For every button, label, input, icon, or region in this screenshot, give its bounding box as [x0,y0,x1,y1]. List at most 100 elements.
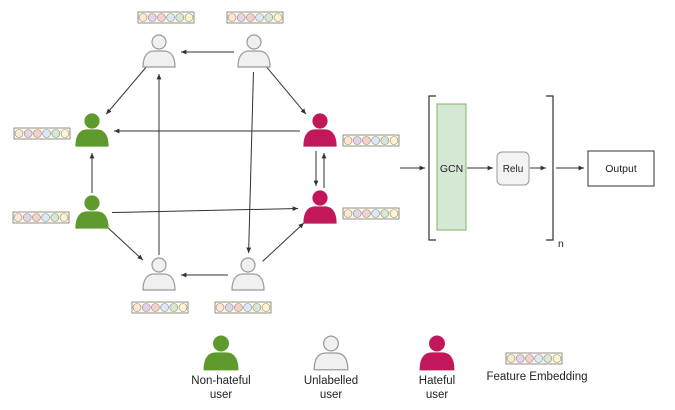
feature-embedding-right-lower-cell [352,209,362,218]
user-node-left-upper-head [84,113,100,129]
right-bracket [546,95,554,241]
user-node-right-upper-head [312,113,328,129]
user-node-right-lower-head [312,190,328,206]
user-node-left-lower-head [84,195,100,211]
edge-top-right-to-bottom-right [246,71,254,254]
feature-embedding-left-lower-cell [32,213,41,222]
legend-non-hateful-line1: Non-hateful [191,375,251,387]
feature-embedding-right-lower [342,207,400,220]
feature-embedding-top-left-cell [147,13,157,22]
feature-embedding-bottom-right-cell [261,303,271,312]
legend-feature-embedding-icon-frame [505,352,563,365]
feature-embedding-right-upper-cell [380,136,390,145]
feature-embedding-top-left-cell [166,13,175,22]
legend [203,335,563,371]
feature-embedding-left-lower-cell [50,213,60,222]
user-node-bottom-left-head [151,257,167,273]
legend-non-hateful-icon [203,335,239,371]
model-pipeline: GCN Relu n Output [400,95,655,250]
legend-feature-embedding-label: Feature Embedding [486,371,588,383]
feature-embedding-bottom-left-cell [151,303,160,312]
feature-embedding-bottom-right-cell [224,303,234,312]
feature-embedding-bottom-right-frame [214,301,272,314]
feature-embedding-left-lower [12,211,70,224]
feature-embedding-right-upper-cell [371,136,380,145]
feature-embedding-top-right-cell [273,13,283,22]
user-node-right-upper-body [303,129,337,147]
feature-embedding-bottom-left-cell [141,303,151,312]
legend-unlabelled-label: Unlabelled user [293,374,369,402]
user-node-top-right-body [237,50,271,68]
user-node-top-left-head [151,34,167,50]
feature-embedding-left-upper-cell [51,129,61,138]
feature-embedding-left-upper-frame [13,127,71,140]
feature-embedding-left-lower-cell [13,213,23,222]
legend-feature-embedding-icon-cell [506,354,516,363]
feature-embedding-right-upper-cell [352,136,362,145]
feature-embedding-right-lower-frame [342,207,400,220]
feature-embedding-right-lower-cell [371,209,380,218]
feature-embedding-left-upper [13,127,71,140]
feature-embedding-top-left-cell [138,13,148,22]
feature-embedding-bottom-left-cell [169,303,179,312]
legend-non-hateful-icon-head [213,335,229,352]
feature-embedding-top-left-cell [157,13,166,22]
user-node-left-upper-body [75,129,109,147]
feature-embedding-left-upper-cell [42,129,51,138]
feature-embedding-left-lower-cell [41,213,50,222]
user-node-top-right [237,34,271,68]
edge-top-right-to-right-upper [266,67,307,115]
user-node-bottom-left-body [142,273,176,291]
feature-embedding-left-lower-frame [12,211,70,224]
feature-embedding-right-upper-cell [343,136,353,145]
feature-embedding-bottom-left-frame [131,301,189,314]
repeat-count-label: n [558,238,564,250]
feature-embedding-left-upper-cell [14,129,24,138]
feature-embedding-top-left-cell [175,13,185,22]
feature-embedding-top-left-frame [137,11,195,24]
legend-feature-embedding-icon-cell [534,354,543,363]
feature-embedding-left-lower-cell [22,213,32,222]
user-node-top-left-body [142,50,176,68]
legend-hateful-icon-head [429,335,445,352]
user-node-right-upper [303,113,337,147]
left-bracket [428,95,436,241]
legend-feature-embedding-icon-cell [552,354,562,363]
feature-embedding-left-upper-cell [23,129,33,138]
graph-nodes [75,34,337,291]
legend-hateful-icon-body [419,352,455,371]
feature-embedding-top-right-cell [255,13,264,22]
legend-feature-embedding-icon-cell [543,354,553,363]
legend-unlabelled-icon [313,335,349,371]
feature-embedding-bottom-right [214,301,272,314]
feature-embedding-top-left [137,11,195,24]
legend-unlabelled-icon-head [323,335,339,352]
legend-non-hateful-icon-body [203,352,239,371]
feature-embedding-top-right-cell [236,13,246,22]
user-node-right-lower-body [303,206,337,224]
legend-hateful-line2: user [425,389,449,401]
feature-embeddings [12,11,400,314]
feature-embedding-left-lower-cell [59,213,69,222]
legend-hateful-line1: Hateful [418,375,456,387]
user-node-bottom-left [142,257,176,291]
user-node-bottom-right-body [231,273,265,291]
user-node-left-lower [75,195,109,229]
feature-embedding-right-upper-frame [342,134,400,147]
feature-embedding-right-upper-cell [389,136,399,145]
user-node-left-upper [75,113,109,147]
feature-embedding-top-right-frame [226,11,284,24]
feature-embedding-right-upper-cell [362,136,371,145]
user-node-bottom-right [231,257,265,291]
user-node-left-lower-body [75,211,109,229]
feature-embedding-bottom-right-cell [234,303,243,312]
gcn-label: GCN [440,163,463,175]
feature-embedding-bottom-right-cell [252,303,262,312]
legend-feature-embedding-icon-cell [525,354,534,363]
feature-embedding-top-right-cell [246,13,255,22]
feature-embedding-bottom-right-cell [215,303,225,312]
edge-top-left-to-left-upper [105,66,147,115]
feature-embedding-right-lower-cell [389,209,399,218]
edge-left-lower-to-bottom-left [106,226,144,261]
